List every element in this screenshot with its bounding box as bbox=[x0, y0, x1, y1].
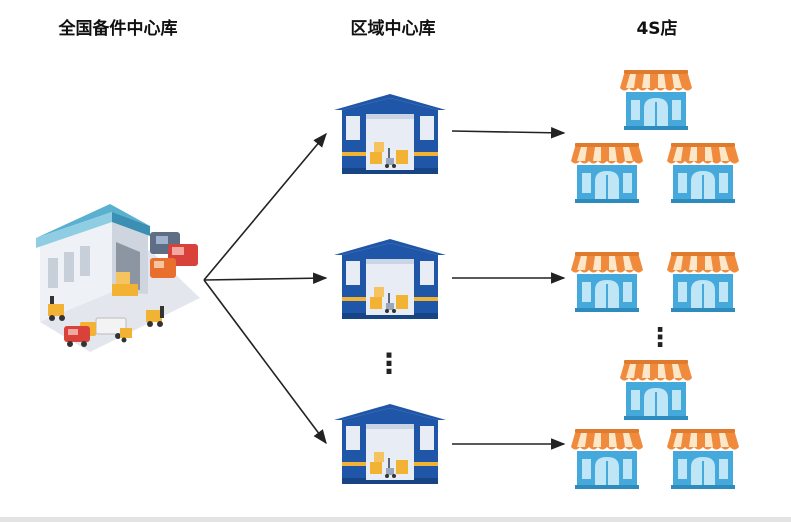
regional-warehouse-icon-top bbox=[334, 94, 446, 174]
store-icon bbox=[571, 429, 643, 489]
title-central-warehouse: 全国备件中心库 bbox=[58, 19, 178, 39]
arrow-to-regional-bottom bbox=[203, 279, 327, 445]
store-ellipsis: ⋮ bbox=[647, 323, 673, 353]
arrow-to-stores-top bbox=[451, 127, 566, 139]
bottom-divider bbox=[0, 517, 791, 522]
arrow-to-regional-middle bbox=[203, 272, 328, 284]
store-icon bbox=[571, 143, 643, 203]
store-icon bbox=[620, 360, 692, 420]
store-icon bbox=[620, 70, 692, 130]
store-icon bbox=[667, 143, 739, 203]
regional-warehouse-icon-bottom bbox=[334, 404, 446, 484]
arrows-regional-to-stores bbox=[451, 127, 566, 450]
store-icon bbox=[667, 429, 739, 489]
title-regional-warehouse: 区域中心库 bbox=[350, 19, 436, 39]
store-icon bbox=[667, 252, 739, 312]
arrow-to-regional-top bbox=[203, 132, 327, 281]
central-warehouse-icon bbox=[36, 204, 200, 352]
store-icon bbox=[571, 252, 643, 312]
title-dealer-store: 4S店 bbox=[636, 19, 678, 39]
regional-warehouse-icon-middle bbox=[334, 239, 446, 319]
regional-ellipsis: ⋮ bbox=[375, 347, 403, 380]
arrows-central-to-regional bbox=[203, 132, 328, 445]
